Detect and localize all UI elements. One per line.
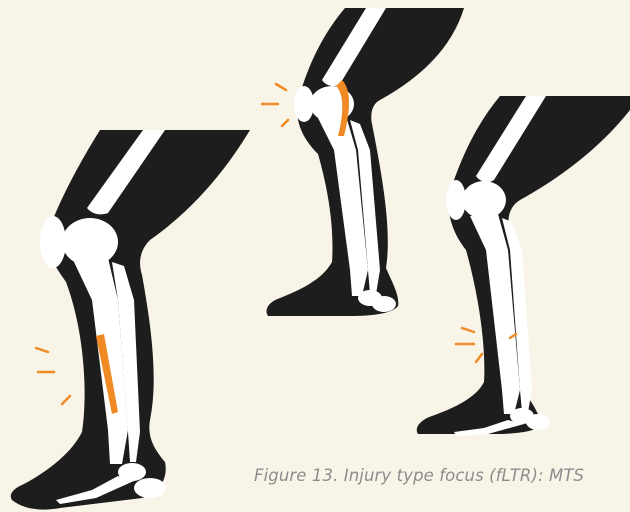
knee-condyle-right (462, 181, 506, 219)
figure-caption: Figure 13. Injury type focus (fLTR): MTS (254, 466, 630, 485)
knee-condyle-left (62, 218, 118, 266)
heel-bone-left (134, 478, 166, 498)
leg-illustration-top-center (262, 8, 464, 316)
pain-marks-left (36, 348, 70, 404)
leg-illustration-left (11, 130, 250, 510)
heel-bone-right (526, 414, 550, 430)
pain-marks-top-center (262, 84, 288, 126)
leg-illustration-right (417, 96, 630, 436)
heel-bone-top-center (372, 296, 396, 312)
